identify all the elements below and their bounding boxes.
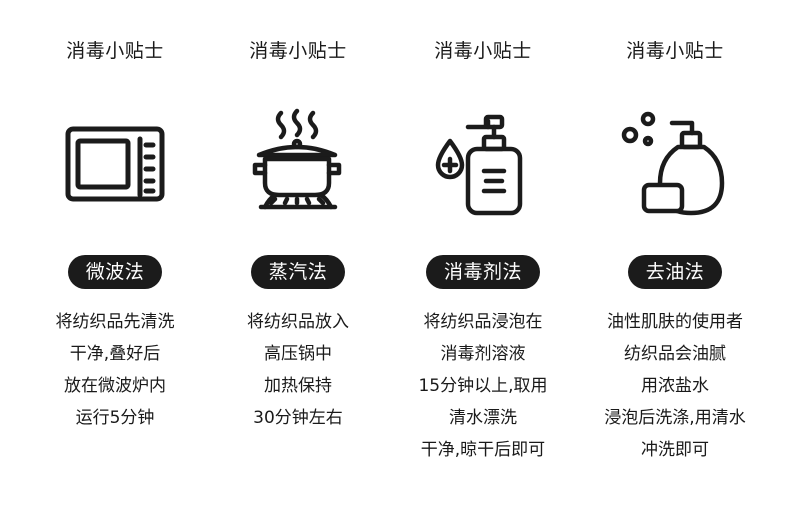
- column-title: 消毒小贴士: [66, 40, 164, 62]
- description-line: 清水漂洗: [448, 408, 517, 428]
- description-line: 干净,叠好后: [69, 344, 161, 364]
- description-line: 30分钟左右: [253, 408, 343, 428]
- tip-column-steam: 消毒小贴士: [203, 0, 393, 524]
- description-line: 放在微波炉内: [64, 376, 166, 396]
- method-badge: 蒸汽法: [250, 255, 346, 289]
- description-line: 15分钟以上,取用: [418, 376, 548, 396]
- description-line: 将纺织品放入: [247, 312, 349, 332]
- description-line: 浸泡后洗涤,用清水: [604, 408, 746, 428]
- tip-column-microwave: 消毒小贴士 微波法 将纺织品先清洗 干净,叠好后 放在微波炉内 运行5分钟: [20, 0, 210, 524]
- description-line: 油性肌肤的使用者: [607, 312, 743, 332]
- description-line: 加热保持: [264, 376, 332, 396]
- method-description: 将纺织品放入 高压锅中 加热保持 30分钟左右: [247, 306, 349, 434]
- column-title: 消毒小贴士: [434, 40, 532, 62]
- description-line: 将纺织品浸泡在: [423, 312, 543, 332]
- method-description: 将纺织品浸泡在 消毒剂溶液 15分钟以上,取用 清水漂洗 干净,晾干后即可: [418, 306, 547, 466]
- description-line: 高压锅中: [264, 344, 332, 364]
- column-title: 消毒小贴士: [626, 40, 724, 62]
- method-badge: 微波法: [67, 255, 163, 289]
- steam-pot-icon: [243, 108, 353, 221]
- description-line: 消毒剂溶液: [440, 344, 526, 364]
- description-line: 纺织品会油腻: [624, 344, 726, 364]
- disinfectant-bottle-icon: [428, 111, 538, 221]
- tip-column-degrease: 消毒小贴士 去油法 油性肌肤的使用者 纺织品会油腻 用浓盐水 浸泡后洗涤,用清水: [580, 0, 770, 524]
- description-line: 干净,晾干后即可: [420, 440, 546, 460]
- tip-column-disinfectant: 消毒小贴士 消毒剂法 将纺织品浸泡在 消: [388, 0, 578, 524]
- method-description: 将纺织品先清洗 干净,叠好后 放在微波炉内 运行5分钟: [56, 306, 175, 434]
- description-line: 用浓盐水: [641, 376, 709, 396]
- microwave-icon: [60, 111, 170, 221]
- method-badge: 去油法: [627, 255, 723, 289]
- method-description: 油性肌肤的使用者 纺织品会油腻 用浓盐水 浸泡后洗涤,用清水 冲洗即可: [604, 306, 745, 466]
- column-title: 消毒小贴士: [249, 40, 347, 62]
- description-line: 冲洗即可: [641, 440, 709, 460]
- soap-bottle-icon: [620, 111, 730, 221]
- method-badge: 消毒剂法: [425, 255, 540, 289]
- description-line: 运行5分钟: [75, 408, 155, 428]
- description-line: 将纺织品先清洗: [55, 312, 175, 332]
